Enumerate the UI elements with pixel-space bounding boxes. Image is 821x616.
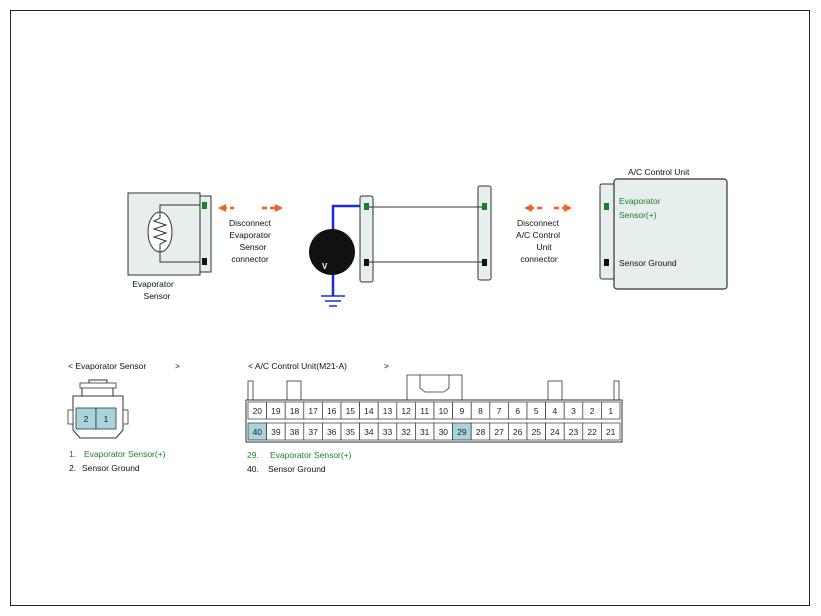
acu-pin-label: 33	[383, 427, 393, 437]
acu-legend-text-1: Evaporator Sensor(+)	[270, 450, 352, 460]
acu-title: A/C Control Unit	[628, 167, 690, 177]
acu-pin-label: 13	[383, 406, 393, 416]
acu-pin-label: 30	[439, 427, 449, 437]
evap-connector-title-end: >	[175, 361, 180, 371]
acu-pin-label: 1	[608, 406, 613, 416]
acu-pin-cell	[601, 401, 621, 420]
evap-connector-face: < Evaporator Sensor > 2 1 1. Evaporator …	[67, 361, 180, 473]
acu-pin-label: 36	[327, 427, 337, 437]
acu-pin-label: 12	[401, 406, 411, 416]
acu-pin-label: 14	[364, 406, 374, 416]
disconnect-right-line3: Unit	[536, 242, 552, 252]
acu-pin-label: 15	[346, 406, 356, 416]
acu-pin-ground-label: Sensor Ground	[619, 258, 677, 268]
acu-pin-label: 23	[569, 427, 579, 437]
disconnect-left-line2: Evaporator	[229, 230, 271, 240]
evap-connector-title: < Evaporator Sensor	[68, 361, 146, 371]
acu-pin-label: 24	[550, 427, 560, 437]
disconnect-left-line1: Disconnect	[229, 218, 272, 228]
acu-pin-positive-label1: Evaporator	[619, 196, 661, 206]
sensor-pin-ground	[202, 258, 207, 265]
evap-legend-num-2: 2.	[69, 463, 76, 473]
evap-legend-text-1: Evaporator Sensor(+)	[84, 449, 166, 459]
acu-legend-text-2: Sensor Ground	[268, 464, 326, 474]
acu-pin-label: 34	[364, 427, 374, 437]
voltmeter: V	[309, 204, 362, 307]
evap-pin-cell	[95, 407, 117, 430]
acu-pin-label: 10	[439, 406, 449, 416]
disconnect-right-line2: A/C Control	[516, 230, 560, 240]
acu-pin-label: 11	[420, 406, 429, 416]
acu-pin-label: 40	[253, 427, 263, 437]
evap-pin-label: 1	[104, 414, 109, 424]
acu-pin-label: 4	[553, 406, 558, 416]
acu-pin-label: 7	[497, 406, 502, 416]
harness	[359, 185, 492, 283]
acu-pin-label: 21	[606, 427, 616, 437]
acu-pin-ground	[604, 259, 609, 266]
acu-pin-cell	[601, 422, 621, 441]
evap-legend-text-2: Sensor Ground	[82, 463, 140, 473]
acu-pin-label: 6	[515, 406, 520, 416]
acu-pin-label: 37	[308, 427, 318, 437]
disconnect-left-line4: connector	[231, 254, 268, 264]
disconnect-arrow-right: Disconnect A/C Control Unit connector	[516, 204, 572, 264]
harness-connector-right	[477, 185, 492, 281]
acu-pin-label: 39	[271, 427, 281, 437]
ac-control-unit: A/C Control Unit Evaporator Sensor(+) Se…	[599, 167, 728, 290]
acu-pin-positive	[604, 203, 609, 210]
acu-pin-label: 18	[290, 406, 300, 416]
evap-legend-num-1: 1.	[69, 449, 76, 459]
acu-pin-label: 8	[478, 406, 483, 416]
acu-pin-label: 5	[534, 406, 539, 416]
sensor-pin-positive	[202, 202, 207, 209]
acu-pin-label: 31	[420, 427, 430, 437]
acu-pin-label: 32	[401, 427, 411, 437]
acu-pin-label: 27	[494, 427, 504, 437]
acu-pin-label: 22	[587, 427, 597, 437]
disconnect-left-line3: Sensor	[240, 242, 267, 252]
acu-pin-label: 26	[513, 427, 523, 437]
acu-pin-positive-label2: Sensor(+)	[619, 210, 657, 220]
disconnect-right-line4: connector	[520, 254, 557, 264]
acu-pin-label: 17	[308, 406, 318, 416]
diagram-frame	[10, 10, 810, 606]
acu-pin-label: 35	[346, 427, 356, 437]
thermistor-icon	[147, 204, 200, 263]
evap-pin-label: 2	[84, 414, 89, 424]
acu-pin-label: 38	[290, 427, 300, 437]
acu-pin-label: 2	[590, 406, 595, 416]
acu-pin-label: 9	[460, 406, 465, 416]
disconnect-right-line1: Disconnect	[517, 218, 560, 228]
acu-connector-title-end: >	[384, 361, 389, 371]
acu-pin-label: 16	[327, 406, 337, 416]
sensor-label-line2: Sensor	[144, 291, 171, 301]
acu-pin-label: 3	[571, 406, 576, 416]
acu-pin-label: 19	[271, 406, 281, 416]
acu-legend-num-2: 40.	[247, 464, 259, 474]
disconnect-arrow-left: Disconnect Evaporator Sensor connector	[218, 204, 283, 264]
harness-connector-left	[359, 195, 374, 283]
acu-pin-label: 29	[457, 427, 467, 437]
acu-legend-num-1: 29.	[247, 450, 259, 460]
voltmeter-label: V	[322, 262, 328, 271]
evaporator-sensor: Evaporator Sensor	[127, 192, 212, 301]
acu-pin-label: 20	[253, 406, 263, 416]
ground-icon	[321, 295, 345, 307]
sensor-label-line1: Evaporator	[132, 279, 174, 289]
voltmeter-icon	[309, 229, 355, 275]
acu-pin-label: 25	[532, 427, 542, 437]
acu-connector-title: < A/C Control Unit(M21-A)	[248, 361, 347, 371]
acu-pin-label: 28	[476, 427, 486, 437]
